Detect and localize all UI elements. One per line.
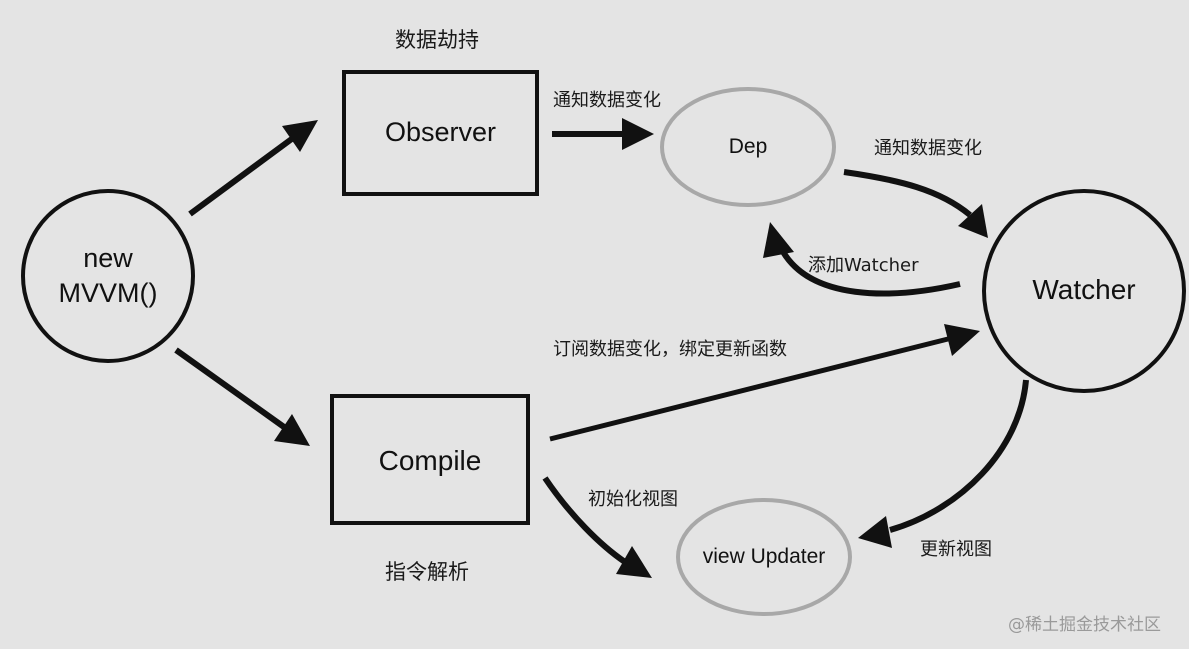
watcher-node (982, 189, 1186, 393)
observer-node (342, 70, 539, 196)
subscribe-label: 订阅数据变化，绑定更新函数 (553, 339, 787, 360)
arrow-compile-to-watcher (549, 324, 980, 442)
dep-label: Dep (728, 135, 768, 158)
compile-node (330, 394, 530, 525)
watermark: @稀土掘金技术社区 (1008, 615, 1161, 635)
notify-to-dep-label: 通知数据变化 (553, 90, 661, 111)
arrow-watcher-to-dep (763, 222, 961, 297)
arrow-compile-to-updater (542, 476, 652, 578)
update-view-label: 更新视图 (920, 539, 992, 560)
parse-label: 指令解析 (385, 560, 469, 584)
updater-label: view Updater (702, 545, 826, 568)
notify-to-watcher-label: 通知数据变化 (874, 138, 982, 159)
mvvm-label-line2: MVVM() (58, 278, 158, 308)
compile-label: Compile (378, 445, 482, 476)
add-watcher-label: 添加Watcher (808, 255, 919, 276)
arrow-mvvm-to-compile (174, 347, 310, 446)
init-view-label: 初始化视图 (588, 489, 678, 510)
hijack-label: 数据劫持 (395, 28, 479, 52)
arrow-dep-to-watcher (843, 169, 988, 238)
updater-node (676, 498, 852, 616)
arrow-mvvm-to-observer (188, 120, 318, 217)
arrow-watcher-to-updater (858, 379, 1029, 548)
watcher-label: Watcher (1032, 274, 1136, 305)
mvvm-node (21, 189, 195, 363)
mvvm-label-line1: new (83, 243, 133, 273)
observer-label: Observer (384, 117, 497, 147)
arrow-observer-to-dep (552, 118, 654, 150)
dep-node (660, 87, 836, 207)
